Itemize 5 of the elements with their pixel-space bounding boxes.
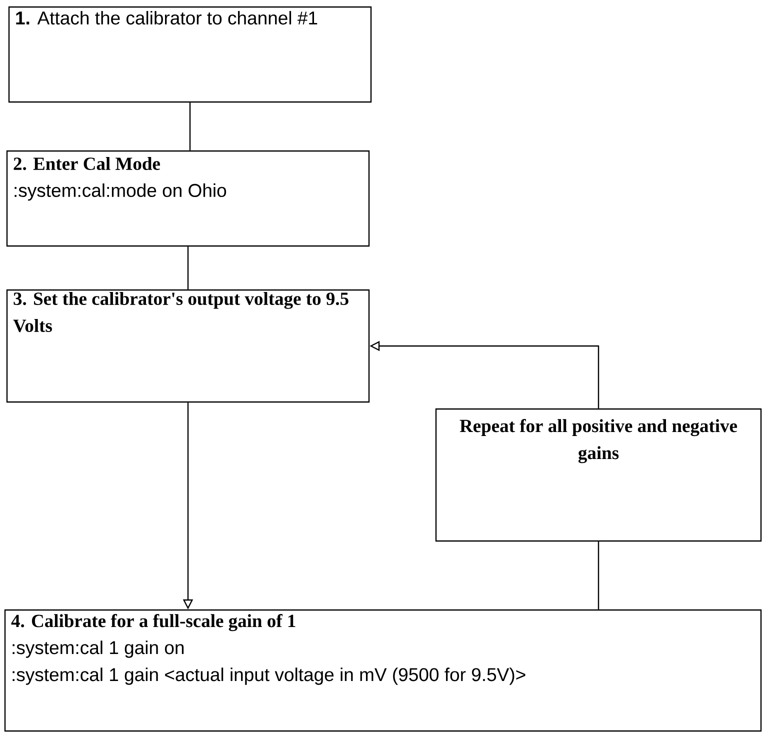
step-box: 4. Calibrate for a full-scale gain of 1 :system:cal 1 gain on :system:cal 1 gain <actual input voltage in mV (9500 for 9.5V)>	[4, 609, 762, 732]
step-box: 3. Set the calibrator's output voltage to 9.5 Volts	[6, 289, 370, 403]
step-box: 2. Enter Cal Mode :system:cal:mode on Ohio	[6, 150, 370, 247]
step-box: 1. Attach the calibrator to channel #1	[8, 6, 372, 103]
loop-box: Repeat for all positive and negative gains	[435, 408, 762, 542]
